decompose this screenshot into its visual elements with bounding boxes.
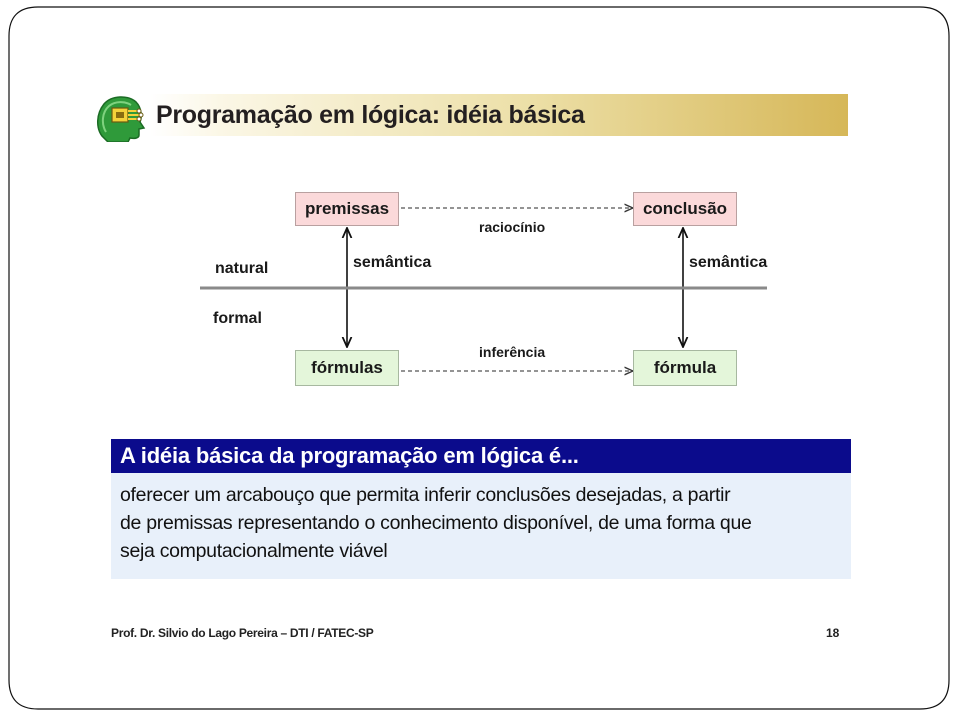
raciocinio-label: raciocínio [479, 219, 546, 235]
brain-chip-logo-icon [94, 92, 148, 143]
formula-box: fórmula [633, 350, 737, 386]
semantica-left-label: semântica [353, 254, 432, 271]
slide-frame [8, 6, 950, 710]
inferencia-label: inferência [479, 344, 546, 360]
natural-label: natural [215, 260, 269, 277]
callout-box: A idéia básica da programação em lógica … [111, 439, 851, 579]
callout-line-2: de premissas representando o conheciment… [120, 512, 752, 534]
footer-author: Prof. Dr. Silvio do Lago Pereira – DTI /… [111, 626, 374, 640]
callout-line-1: oferecer um arcabouço que permita inferi… [120, 484, 731, 506]
callout-heading: A idéia básica da programação em lógica … [111, 439, 851, 473]
slide-title-bar: Programação em lógica: idéia básica [150, 94, 848, 136]
formal-label: formal [213, 310, 262, 327]
callout-body: oferecer um arcabouço que permita inferi… [111, 473, 851, 565]
slide-title: Programação em lógica: idéia básica [156, 100, 585, 129]
conclusao-box: conclusão [633, 192, 737, 226]
semantica-right-label: semântica [689, 254, 768, 271]
diagram-connectors [200, 180, 767, 400]
formulas-box: fórmulas [295, 350, 399, 386]
callout-line-3: seja computacionalmente viável [120, 540, 388, 562]
page-number: 18 [826, 626, 840, 640]
logic-diagram: premissas conclusão fórmulas fórmula rac… [195, 180, 785, 400]
premissas-box: premissas [295, 192, 399, 226]
